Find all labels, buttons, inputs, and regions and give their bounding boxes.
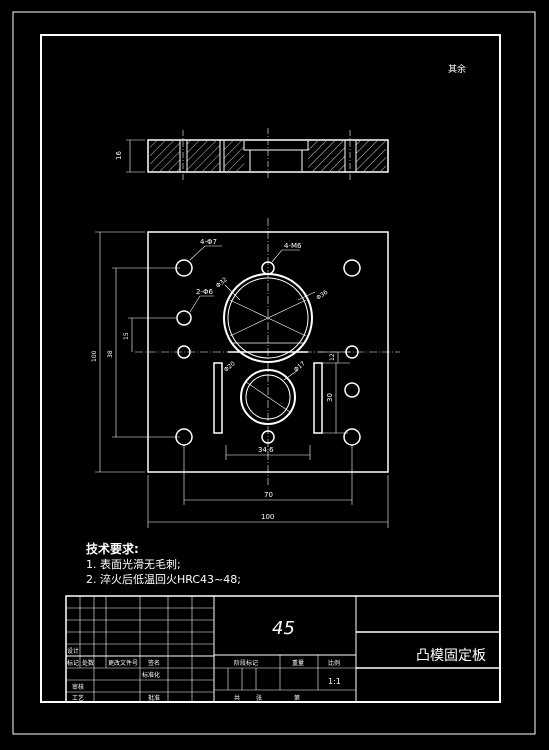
label-2phi6: 2-Φ6	[196, 288, 213, 296]
dim-12: 12	[329, 353, 336, 361]
label-dia32: Φ32	[215, 276, 229, 289]
cell-design: 设计	[67, 647, 79, 655]
label-dia17: Φ17	[293, 360, 307, 373]
corner-hole-br	[343, 428, 361, 446]
title-block	[65, 595, 501, 703]
cell-approve: 批准	[148, 694, 160, 702]
cell-file: 更改文件号	[108, 659, 138, 667]
cell-craft: 工艺	[72, 694, 84, 702]
cell-no: 第	[294, 694, 300, 702]
cell-total: 共	[234, 694, 240, 702]
dim-100-vertical: 100	[91, 350, 98, 362]
tech-req-item-2: 2. 淬火后低温回火HRC43~48;	[86, 573, 241, 586]
cell-ratio: 比例	[328, 659, 340, 667]
surface-note: 其余	[448, 63, 466, 75]
cell-weight: 重量	[292, 659, 304, 667]
outer-border	[12, 11, 536, 735]
corner-hole-tr	[343, 259, 361, 277]
dim-100-horizontal: 100	[261, 513, 274, 521]
part-name: 凸模固定板	[416, 648, 486, 664]
cell-sign: 签名	[148, 659, 160, 667]
label-dia36: Φ36	[315, 289, 329, 302]
tech-req-item-1: 1. 表面光滑无毛刺;	[86, 558, 181, 571]
cell-stage-mark: 阶段标记	[234, 659, 258, 667]
tech-req-title: 技术要求:	[86, 542, 139, 556]
plan-view	[95, 218, 400, 528]
label-4m6: 4-M6	[284, 242, 302, 250]
cell-review: 审核	[72, 683, 84, 691]
technical-requirements: 技术要求: 1. 表面光滑无毛刺; 2. 淬火后低温回火HRC43~48;	[86, 542, 241, 587]
dim-38: 38	[107, 350, 114, 358]
label-dia20: Φ20	[223, 360, 237, 373]
cell-sheet: 张	[256, 694, 262, 702]
dim-34-6: 34.6	[258, 446, 274, 454]
inner-border	[40, 34, 501, 703]
dim-thickness: 16	[115, 151, 123, 160]
cell-count: 处数	[82, 659, 94, 667]
section-view	[126, 128, 389, 180]
cell-mark: 标记	[67, 659, 79, 667]
dim-15: 15	[123, 332, 130, 340]
scale-value: 1:1	[328, 677, 341, 686]
material-label: 45	[272, 618, 295, 639]
label-4phi7: 4-Φ7	[200, 238, 217, 246]
cell-std: 标准化	[142, 671, 160, 679]
dim-70: 70	[264, 491, 273, 499]
dim-30: 30	[326, 393, 334, 402]
